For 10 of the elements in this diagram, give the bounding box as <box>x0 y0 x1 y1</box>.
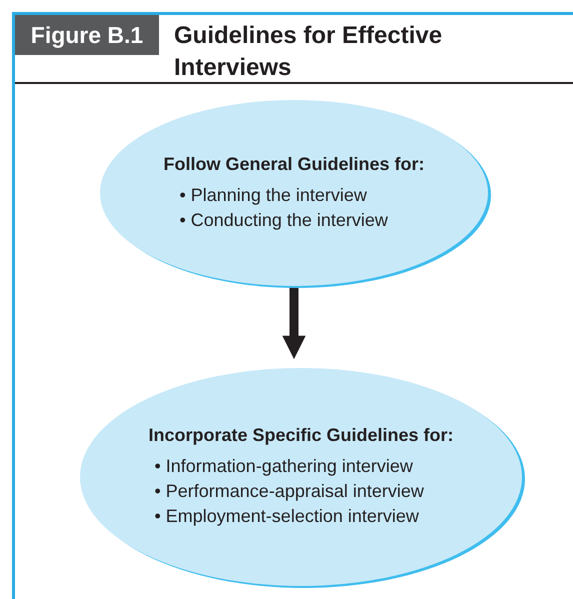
arrow <box>282 286 306 360</box>
ellipse-heading: Follow General Guidelines for: <box>163 154 425 174</box>
bullet-item: • Performance-appraisal interview <box>154 480 424 503</box>
figure-number: Figure B.1 <box>15 15 159 55</box>
bullet-item: • Conducting the interview <box>179 208 388 232</box>
bullet-item: • Employment-selection interview <box>154 505 419 528</box>
bullet-item: • Information-gathering interview <box>154 455 413 478</box>
ellipse-heading: Incorporate Specific Guidelines for: <box>148 425 454 446</box>
figure-title: Guidelines for Effective Interviews <box>174 21 444 83</box>
bullet-item: • Planning the interview <box>179 184 367 207</box>
